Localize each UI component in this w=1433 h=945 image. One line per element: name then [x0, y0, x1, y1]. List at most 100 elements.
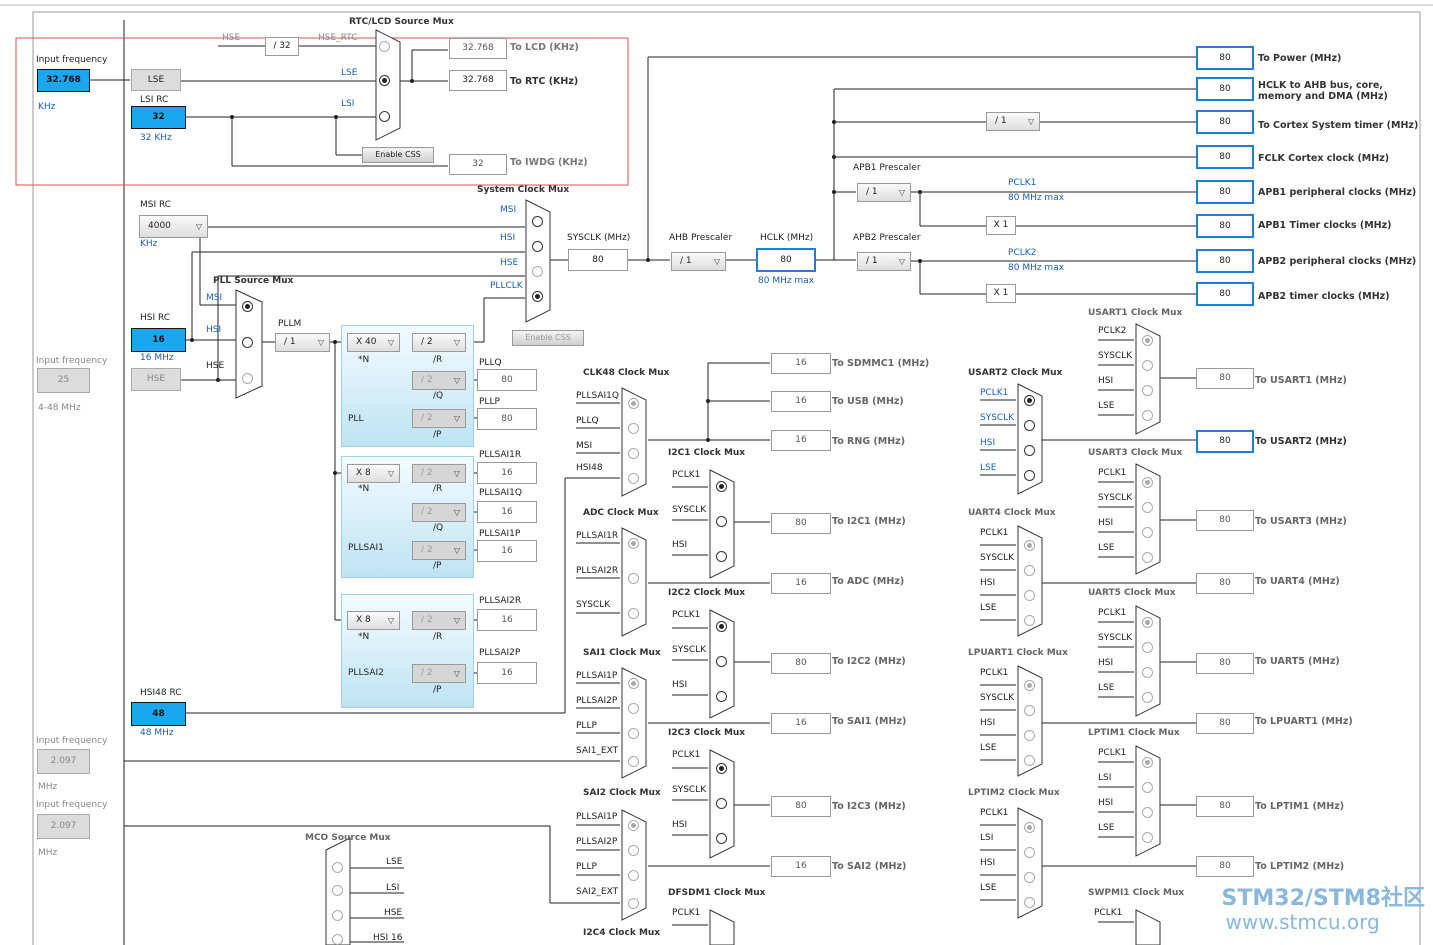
sai2-radio-pllsai1p[interactable]: [628, 820, 639, 831]
lptim2-radio-lse[interactable]: [1024, 897, 1035, 908]
lse-input-frequency-field[interactable]: 32.768: [37, 69, 90, 92]
lptim1-radio-hsi[interactable]: [1142, 807, 1153, 818]
lpuart1-radio-pclk1[interactable]: [1024, 680, 1035, 691]
clk48-radio-hsi48[interactable]: [628, 473, 639, 484]
pllmux-msi-radio[interactable]: [242, 301, 253, 312]
rtc-mux-lse-radio[interactable]: [379, 75, 390, 86]
mco-radio-hse[interactable]: [332, 910, 343, 921]
pllsai1-p-select[interactable]: / 2▽: [412, 541, 466, 560]
usart1-radio-lse[interactable]: [1142, 410, 1153, 421]
uart4-radio-pclk1[interactable]: [1024, 540, 1035, 551]
sysmux-hse-radio[interactable]: [532, 266, 543, 277]
mco-radio-hsi16[interactable]: [332, 934, 343, 945]
pll-n-select[interactable]: X 40▽: [347, 333, 400, 352]
rtc-enable-css-button[interactable]: Enable CSS: [362, 147, 434, 163]
i2c2-radio-pclk1[interactable]: [716, 621, 727, 632]
sai1-radio-pllsai2p[interactable]: [628, 703, 639, 714]
lptim1-radio-pclk1[interactable]: [1142, 757, 1153, 768]
uart5-radio-pclk1[interactable]: [1142, 617, 1153, 628]
usart2-radio-pclk1[interactable]: [1024, 395, 1035, 406]
msi-rc-select[interactable]: 4000▽: [139, 215, 208, 238]
pllsai2-p-select[interactable]: / 2▽: [412, 664, 466, 683]
usart2-radio-hsi[interactable]: [1024, 445, 1035, 456]
sai1-radio-ext[interactable]: [628, 756, 639, 767]
hsi-rc-field[interactable]: 16: [131, 328, 186, 352]
cortex-timer-divider-select[interactable]: / 1▽: [986, 112, 1040, 131]
i2c1-radio-pclk1[interactable]: [716, 481, 727, 492]
uart5-radio-hsi[interactable]: [1142, 667, 1153, 678]
i2c3-radio-sysclk[interactable]: [716, 798, 727, 809]
pllsai2-r-select[interactable]: / 2▽: [412, 611, 466, 630]
apb2-prescaler-select[interactable]: / 1▽: [857, 252, 911, 271]
lptim2-radio-lsi[interactable]: [1024, 847, 1035, 858]
sysclk-field[interactable]: 80: [568, 249, 628, 271]
usart1-radio-hsi[interactable]: [1142, 385, 1153, 396]
pllmux-hsi-radio[interactable]: [242, 337, 253, 348]
i2c2-radio-hsi[interactable]: [716, 691, 727, 702]
hse-input-frequency-field[interactable]: 25: [37, 368, 90, 393]
usart1-radio-pclk2[interactable]: [1142, 335, 1153, 346]
sai1-radio-pllsai1p[interactable]: [628, 678, 639, 689]
uart4-radio-sysclk[interactable]: [1024, 565, 1035, 576]
ext1-input-frequency-field[interactable]: 2.097: [37, 749, 90, 774]
i2c3-radio-hsi[interactable]: [716, 833, 727, 844]
pllm-select[interactable]: / 1▽: [275, 333, 330, 352]
i2c3-radio-pclk1[interactable]: [716, 763, 727, 774]
hsi48-rc-field[interactable]: 48: [131, 702, 186, 726]
lpuart1-radio-sysclk[interactable]: [1024, 705, 1035, 716]
pll-r-select[interactable]: / 2▽: [412, 333, 466, 352]
lptim2-radio-hsi[interactable]: [1024, 872, 1035, 883]
sai2-radio-ext[interactable]: [628, 898, 639, 909]
pllsai1-n-select[interactable]: X 8▽: [347, 464, 400, 483]
uart4-radio-lse[interactable]: [1024, 615, 1035, 626]
sysmux-pllclk-radio[interactable]: [532, 291, 543, 302]
pllsai1-r-select[interactable]: / 2▽: [412, 464, 466, 483]
mco-radio-lsi[interactable]: [332, 885, 343, 896]
usart3-radio-lse[interactable]: [1142, 552, 1153, 563]
sysmux-hsi-radio[interactable]: [532, 241, 543, 252]
i2c1-radio-sysclk[interactable]: [716, 516, 727, 527]
pllmux-hse-radio[interactable]: [242, 373, 253, 384]
adc-radio-sysclk[interactable]: [628, 608, 639, 619]
mco-radio-lse[interactable]: [332, 862, 343, 873]
rtc-mux-lsi-radio[interactable]: [379, 111, 390, 122]
sys-enable-css-button[interactable]: Enable CSS: [512, 330, 584, 346]
usart2-radio-lse[interactable]: [1024, 470, 1035, 481]
pllsai1-q-select[interactable]: / 2▽: [412, 503, 466, 522]
clk48-radio-msi[interactable]: [628, 448, 639, 459]
rtc-mux-hse-radio[interactable]: [379, 41, 390, 52]
usart3-radio-sysclk[interactable]: [1142, 502, 1153, 513]
hse-oscillator[interactable]: HSE: [131, 368, 181, 391]
sai2-radio-pllp[interactable]: [628, 870, 639, 881]
sysmux-msi-radio[interactable]: [532, 216, 543, 227]
usart3-radio-hsi[interactable]: [1142, 527, 1153, 538]
lpuart1-radio-hsi[interactable]: [1024, 730, 1035, 741]
ext2-input-frequency-field[interactable]: 2.097: [37, 814, 90, 839]
hclk-field[interactable]: 80: [756, 248, 816, 272]
pll-p-select[interactable]: / 2▽: [412, 409, 466, 428]
clk48-radio-pllq[interactable]: [628, 423, 639, 434]
sai2-radio-pllsai2p[interactable]: [628, 845, 639, 856]
lpuart1-radio-lse[interactable]: [1024, 755, 1035, 766]
adc-radio-pllsai2r[interactable]: [628, 573, 639, 584]
usart3-radio-pclk1[interactable]: [1142, 477, 1153, 488]
apb1-prescaler-select[interactable]: / 1▽: [857, 183, 911, 202]
ahb-prescaler-select[interactable]: / 1▽: [671, 252, 726, 271]
adc-radio-pllsai1r[interactable]: [628, 538, 639, 549]
pll-q-select[interactable]: / 2▽: [412, 371, 466, 390]
uart4-radio-hsi[interactable]: [1024, 590, 1035, 601]
i2c1-radio-hsi[interactable]: [716, 551, 727, 562]
uart5-radio-sysclk[interactable]: [1142, 642, 1153, 653]
clk48-radio-pllsai1q[interactable]: [628, 398, 639, 409]
uart5-radio-lse[interactable]: [1142, 692, 1153, 703]
lptim2-radio-pclk1[interactable]: [1024, 822, 1035, 833]
usart2-radio-sysclk[interactable]: [1024, 420, 1035, 431]
lptim1-radio-lsi[interactable]: [1142, 782, 1153, 793]
pllsai2-n-select[interactable]: X 8▽: [347, 611, 400, 630]
lptim1-radio-lse[interactable]: [1142, 832, 1153, 843]
usart1-radio-sysclk[interactable]: [1142, 360, 1153, 371]
sai1-radio-pllp[interactable]: [628, 728, 639, 739]
i2c2-radio-sysclk[interactable]: [716, 656, 727, 667]
lse-oscillator[interactable]: LSE: [131, 69, 181, 91]
lsi-rc-field[interactable]: 32: [131, 106, 186, 129]
